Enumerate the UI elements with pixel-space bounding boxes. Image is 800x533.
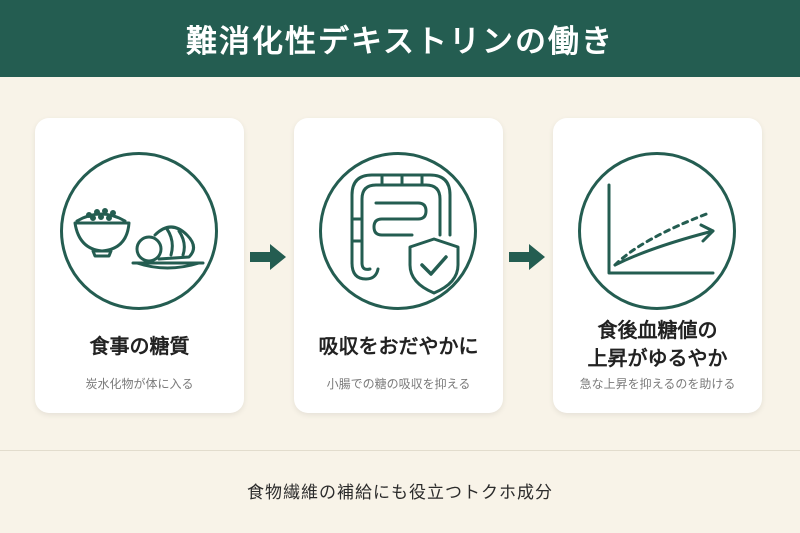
card-title: 吸収をおだやかに xyxy=(294,332,503,360)
intestine-shield-icon xyxy=(350,173,460,295)
card-description: 急な上昇を抑えるのを助ける xyxy=(579,377,736,391)
card-title-line: 食後血糖値の xyxy=(597,318,718,342)
card-gentle-absorption: 吸収をおだやかに 小腸での糖の吸収を抑える xyxy=(294,118,503,413)
icon-circle xyxy=(319,152,477,310)
page-title: 難消化性デキストリンの働き xyxy=(185,24,615,60)
rice-bowl-and-bread-icon xyxy=(73,208,205,270)
right-arrow-icon xyxy=(509,244,545,270)
card-description: 炭水化物が体に入る xyxy=(85,377,194,391)
header-banner: 難消化性デキストリンの働き xyxy=(0,0,800,77)
right-arrow-icon xyxy=(250,244,286,270)
icon-circle xyxy=(60,152,218,310)
card-title-line: 上昇がゆるやか xyxy=(587,346,728,370)
divider xyxy=(0,450,800,451)
card-title: 食事の糖質 xyxy=(35,332,244,360)
card-title-line: 吸収をおだやかに xyxy=(318,334,479,358)
footer-caption: 食物繊維の補給にも役立つトクホ成分 xyxy=(247,483,553,503)
card-gradual-blood-sugar: 食後血糖値の 上昇がゆるやか 急な上昇を抑えるのを助ける xyxy=(553,118,762,413)
icon-circle xyxy=(578,152,736,310)
card-dietary-sugar: 食事の糖質 炭水化物が体に入る xyxy=(35,118,244,413)
card-description: 小腸での糖の吸収を抑える xyxy=(326,377,471,391)
rising-graph-icon xyxy=(607,183,715,275)
card-title-line: 食事の糖質 xyxy=(89,334,190,358)
card-title: 食後血糖値の 上昇がゆるやか xyxy=(553,316,762,372)
